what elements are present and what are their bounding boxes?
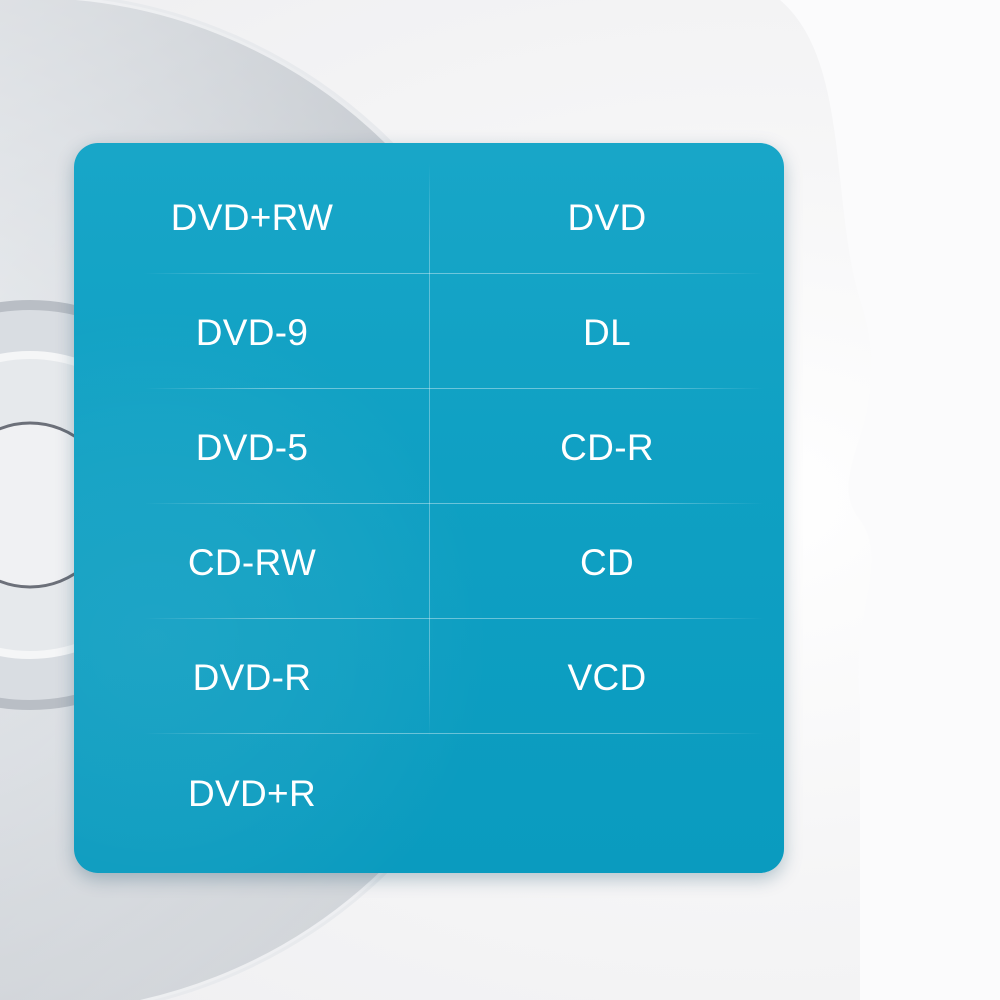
format-label: DVD-R [192,656,312,698]
format-label: DVD-9 [195,311,309,353]
format-label: CD-RW [187,541,317,583]
supported-formats-panel: DVD+RW DVD-9 DVD-5 CD-RW DVD-R DVD+R DVD… [74,143,784,873]
format-label: VCD [567,656,647,698]
format-label: DVD-5 [195,426,309,468]
row-divider [144,388,764,389]
format-label: CD [579,541,635,583]
format-label: CD-R [560,426,654,468]
row-divider [144,273,764,274]
format-label: DVD+R [188,772,316,814]
column-divider [429,163,430,738]
format-label: DL [583,311,631,353]
formats-grid: DVD+RW DVD-9 DVD-5 CD-RW DVD-R DVD+R DVD… [74,143,784,873]
row-divider [144,618,764,619]
row-divider [144,503,764,504]
format-label: DVD+RW [170,196,334,238]
row-divider [144,733,764,734]
format-label: DVD [567,196,647,238]
